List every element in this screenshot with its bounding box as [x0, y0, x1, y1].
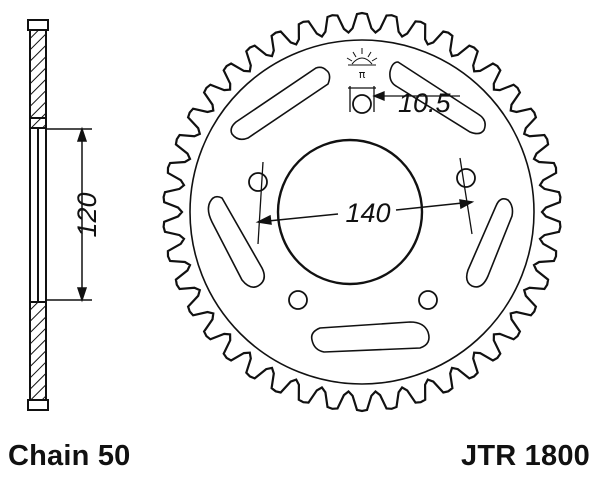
sprocket-root-circle [189, 39, 535, 385]
window-left [207, 195, 266, 288]
window-bottom [310, 321, 430, 353]
dimension-10-5 [372, 91, 460, 101]
center-mark [459, 157, 473, 235]
profile-top-cap [27, 19, 49, 31]
window-upper-left [230, 66, 331, 141]
sun-logo-ray [371, 57, 378, 62]
bolt-hole-left [248, 172, 268, 192]
dimension-label-120: 120 [72, 192, 102, 237]
arrow-10-5 [372, 91, 385, 101]
sun-logo-ray [346, 57, 353, 62]
part-number-caption: JTR 1800 [461, 440, 590, 472]
chain-size-caption: Chain 50 [8, 440, 131, 472]
sun-logo-ray [352, 51, 357, 58]
dimension-140 [255, 199, 475, 225]
profile-upper-hatch [29, 29, 47, 129]
dimension-label-140: 140 [345, 198, 390, 228]
dimension-label-10-5: 10.5 [398, 88, 452, 118]
window-right [465, 198, 514, 288]
center-bore [276, 138, 424, 286]
sun-logo-icon [346, 48, 378, 66]
bolt-hole-top [352, 94, 372, 114]
window-upper-right [389, 61, 486, 135]
dimension-line-140-right [395, 201, 473, 211]
arrow-140-right [459, 199, 475, 210]
sprocket-front-view: 140 10.5 π [162, 11, 562, 413]
dimension-120 [46, 126, 92, 303]
arrow-bottom [76, 287, 88, 303]
profile-bottom-cap [27, 399, 49, 411]
profile-lower-hatch [29, 301, 47, 401]
side-profile-view [27, 19, 49, 411]
sun-logo-arc [351, 57, 373, 65]
bolt-hole-lower-right [418, 290, 438, 310]
lightening-windows [207, 61, 514, 353]
sun-logo-ray [367, 51, 372, 58]
bolt-hole-center-marks [257, 86, 473, 245]
arrow-top [76, 126, 88, 142]
arrow-140-left [255, 214, 272, 225]
bolt-hole-right [456, 168, 476, 188]
bolt-hole-lower-left [288, 290, 308, 310]
center-mark [257, 161, 264, 245]
logo-glyph: π [359, 68, 366, 81]
